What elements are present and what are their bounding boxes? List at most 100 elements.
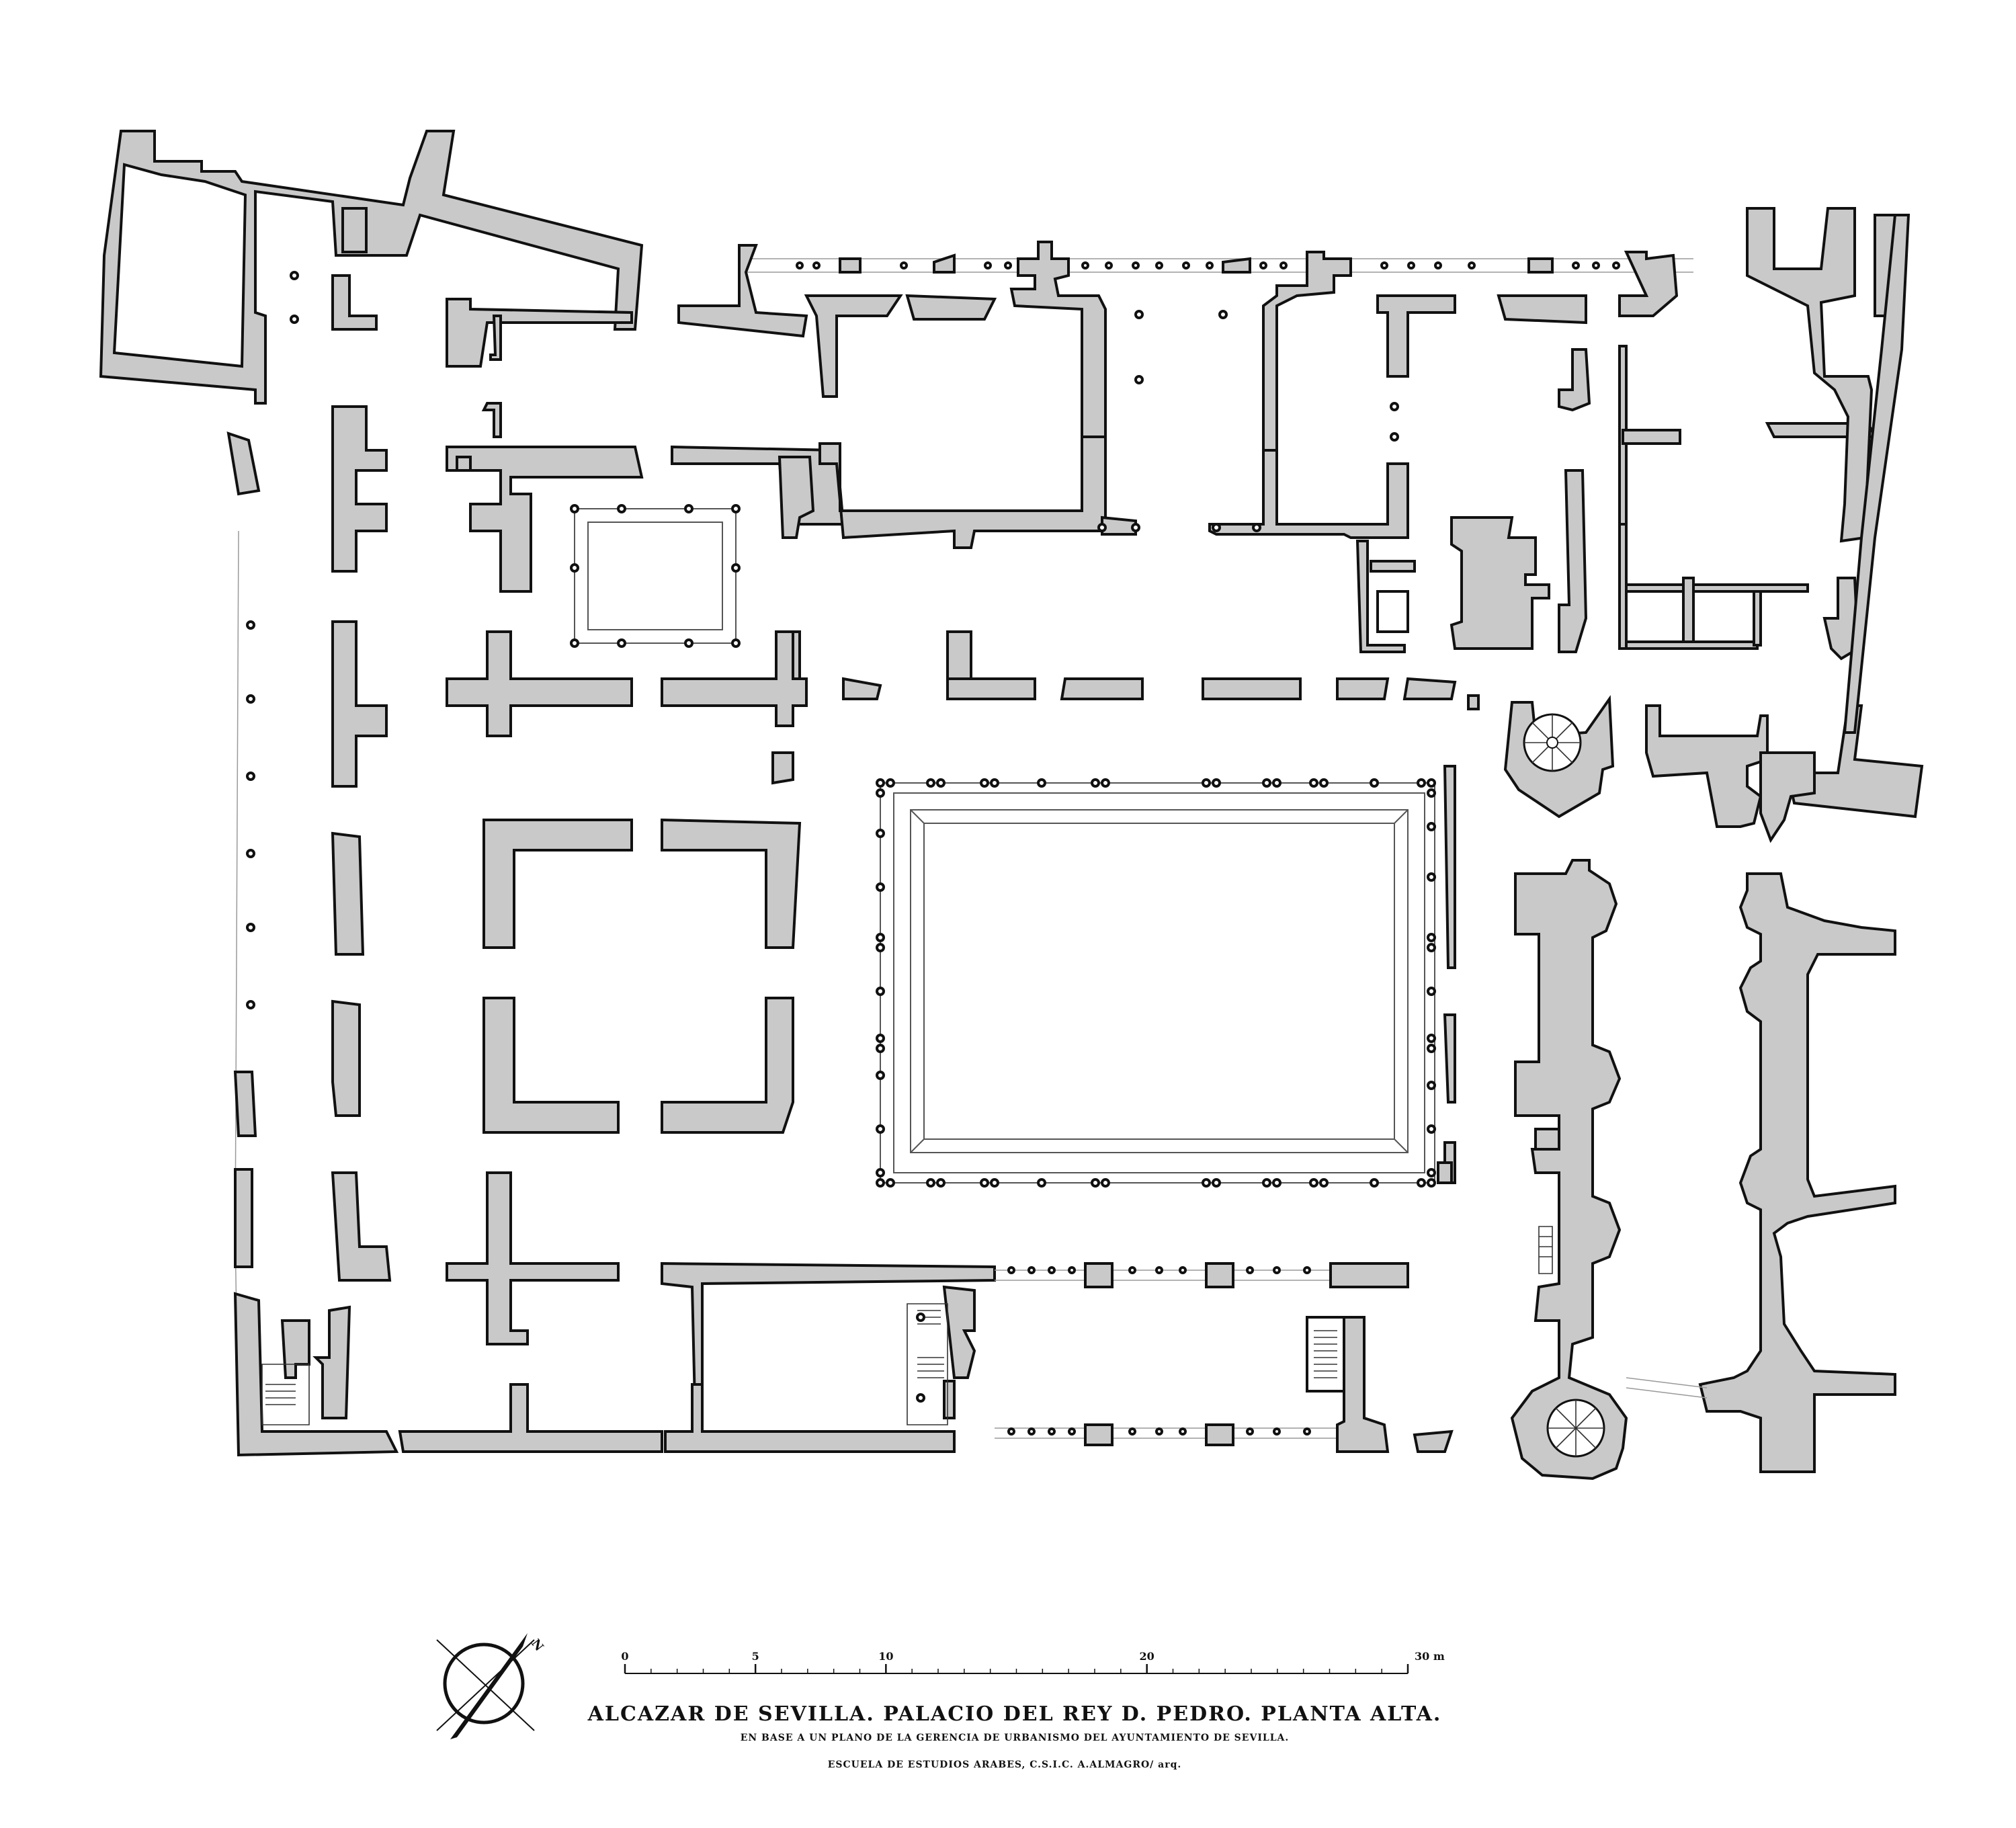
- wall: [1443, 1013, 1456, 1104]
- scale-bar: 0 5 10 20 30 m: [621, 1650, 1445, 1674]
- wall: [1558, 469, 1588, 653]
- compass-circle: [443, 1643, 525, 1725]
- wall: [1759, 751, 1816, 843]
- wall: [1753, 590, 1762, 647]
- wall: [946, 630, 972, 680]
- stair-sw: [261, 1364, 310, 1425]
- wall: [661, 997, 794, 1134]
- wall: [1527, 257, 1554, 274]
- pier: [1084, 1423, 1114, 1446]
- title-block: ALCAZAR DE SEVILLA. PALACIO DEL REY D. P…: [587, 1702, 1442, 1770]
- wall: [446, 298, 633, 368]
- wall: [99, 130, 644, 405]
- patio-corner-lines: [910, 809, 1409, 1153]
- wall: [1682, 577, 1695, 647]
- spiral-stair-treads: [1524, 714, 1581, 771]
- spiral-stair-treads-se: [1548, 1400, 1604, 1456]
- wall: [1786, 704, 1924, 819]
- scale-tick-label: 10: [878, 1650, 893, 1663]
- wall: [1645, 704, 1769, 828]
- wall: [331, 274, 378, 331]
- wall: [481, 402, 502, 438]
- south-gallery-line-2: [995, 1427, 1344, 1439]
- northeast-zone: [1355, 207, 1924, 843]
- wall: [677, 244, 808, 338]
- wall: [1060, 677, 1144, 700]
- columns: [246, 261, 1620, 1436]
- wall: [280, 1319, 310, 1379]
- wall: [233, 1071, 257, 1137]
- wall: [1336, 1316, 1390, 1453]
- wall: [331, 620, 388, 788]
- north-gallery-columns: [290, 261, 1620, 532]
- wall: [1625, 583, 1685, 593]
- south-range: [261, 1262, 1454, 1453]
- wall: [1622, 429, 1681, 445]
- wall: [1370, 560, 1416, 573]
- wall: [943, 1380, 956, 1419]
- wall: [1746, 207, 1874, 543]
- scale-tick-label: 5: [752, 1650, 759, 1663]
- patio-gallery-outer: [880, 782, 1435, 1183]
- wall: [661, 818, 802, 949]
- scale-tick-label: 20: [1140, 1650, 1154, 1663]
- wall: [1843, 214, 1910, 734]
- north-arrow: N: [436, 1633, 546, 1739]
- wall: [804, 294, 903, 398]
- west-gallery-columns: [246, 620, 255, 1009]
- wall: [1208, 449, 1409, 539]
- patio-columns-west: [876, 788, 885, 1177]
- wall: [818, 435, 1107, 549]
- patio-columns-south: [876, 1178, 1436, 1188]
- wall: [341, 207, 368, 253]
- wall: [446, 446, 644, 593]
- compass-cross-line: [436, 1639, 535, 1731]
- wall: [671, 445, 845, 526]
- wall: [398, 1383, 663, 1453]
- plan-title: ALCAZAR DE SEVILLA. PALACIO DEL REY D. P…: [587, 1702, 1442, 1726]
- wall: [661, 630, 808, 727]
- pier: [1205, 1262, 1234, 1288]
- south-gallery-line: [995, 1270, 1344, 1281]
- wall: [331, 405, 388, 573]
- wall: [1329, 1262, 1409, 1288]
- north-label: N: [528, 1636, 546, 1654]
- wall: [1376, 590, 1409, 633]
- wall: [456, 456, 472, 472]
- wall: [489, 315, 502, 361]
- pier: [1084, 1262, 1114, 1288]
- patio-court-inner: [923, 823, 1395, 1140]
- wall: [1413, 1429, 1454, 1453]
- plan-subtitle: EN BASE A UN PLANO DE LA GERENCIA DE URB…: [741, 1733, 1290, 1743]
- scale-tick-label: 0: [621, 1650, 628, 1663]
- wall: [226, 431, 261, 496]
- wall: [1101, 515, 1137, 536]
- wall: [933, 253, 956, 274]
- wall: [482, 997, 620, 1134]
- wall: [331, 831, 365, 956]
- west-range: [233, 530, 399, 1457]
- wall: [1402, 677, 1457, 700]
- wall: [331, 1171, 392, 1282]
- north-needle: [450, 1633, 528, 1739]
- scale-bar-labels: 0 5 10 20 30 m: [621, 1650, 1444, 1663]
- wall: [1510, 859, 1628, 1481]
- wall: [905, 294, 997, 321]
- small-patio-outer: [574, 508, 737, 644]
- plan-credit: ESCUELA DE ESTUDIOS ARABES, C.S.I.C. A.A…: [828, 1759, 1182, 1770]
- wall: [778, 456, 815, 539]
- wall: [234, 1168, 253, 1268]
- wall: [1443, 765, 1456, 969]
- scale-tick-label: 30 m: [1415, 1650, 1445, 1663]
- wall: [446, 1171, 620, 1345]
- wall: [1202, 677, 1302, 700]
- northwest-wing: [99, 130, 644, 593]
- wall: [664, 1383, 956, 1453]
- stair-east: [1538, 1226, 1553, 1274]
- wall: [1698, 872, 1896, 1473]
- patio-columns-east: [1427, 788, 1436, 1177]
- south-gallery-columns: [916, 1266, 1311, 1436]
- wall: [1437, 1161, 1453, 1184]
